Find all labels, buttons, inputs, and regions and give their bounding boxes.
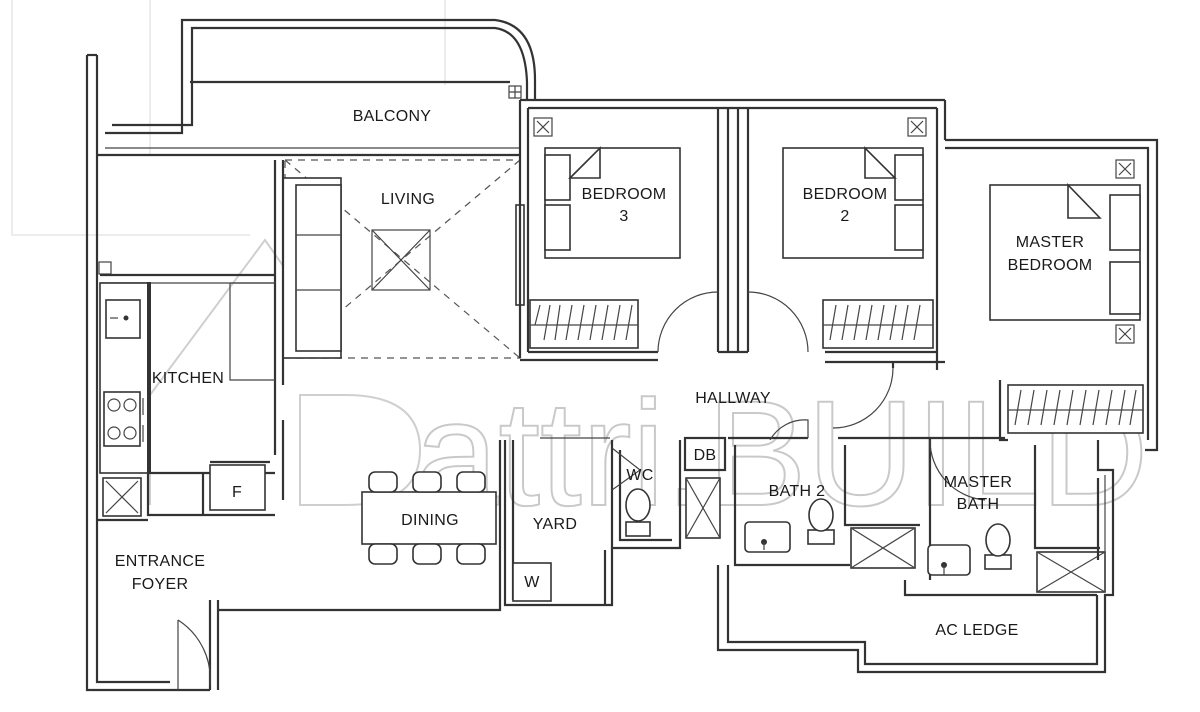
room-label-bath-2: BATH 2: [769, 483, 826, 500]
washer-label: W: [524, 574, 540, 591]
stove-icon: [103, 391, 144, 447]
basin-master-bath: [927, 544, 971, 576]
room-label-hallway: HALLWAY: [695, 390, 771, 407]
room-label-master-bedroom: MASTER: [1016, 234, 1084, 251]
door-swing-bedroom-2: [747, 291, 809, 353]
crop-guides: [11, 0, 446, 236]
door-swing-bedroom-3: [657, 291, 719, 353]
room-label-entrance-foyer-2: FOYER: [132, 576, 189, 593]
room-label-bedroom-2: BEDROOM: [803, 186, 888, 203]
room-number-bedroom-2: 2: [840, 208, 849, 225]
entrance-door-swing: [177, 619, 211, 686]
room-label-yard: YARD: [533, 516, 577, 533]
living-room: [97, 147, 525, 385]
room-label-db: DB: [694, 447, 717, 464]
toilet-bath-2: [807, 498, 835, 545]
sofa: [282, 177, 342, 359]
master-bedroom: MASTER BEDROOM: [989, 159, 1144, 442]
room-label-kitchen: KITCHEN: [152, 370, 224, 387]
shower-bath-2: [843, 445, 920, 569]
room-label-master-bath-2: BATH: [957, 496, 1000, 513]
bath-2: BATH 2: [728, 419, 932, 580]
ac-unit-icon: [907, 117, 927, 137]
room-label-wc: WC: [626, 467, 653, 484]
watermark-d-glyph: [299, 394, 422, 506]
fridge: [209, 464, 266, 511]
room-label-master-bedroom-2: BEDROOM: [1008, 257, 1093, 274]
dining-chairs: [368, 471, 486, 565]
dining-table: [361, 491, 497, 545]
door-swing-master-bedroom: [832, 367, 894, 429]
bedroom-2: BEDROOM 2: [747, 117, 934, 353]
utility-box: [102, 477, 142, 517]
room-label-bedroom-3: BEDROOM: [582, 186, 667, 203]
room-label-dining: DINING: [401, 512, 459, 529]
bed-master-bedroom: [989, 183, 1141, 321]
ac-unit-icon: [533, 117, 553, 137]
room-label-living: LIVING: [381, 191, 435, 208]
kitchen: F KITCHEN: [99, 273, 285, 517]
bed-bedroom-3: [544, 146, 681, 259]
toilet-icon: [625, 488, 651, 537]
wardrobe-bedroom-2: [822, 299, 934, 349]
bath-2-door-swing: [769, 419, 809, 441]
fridge-label: F: [232, 484, 242, 501]
wc: WC: [610, 440, 682, 550]
room-label-balcony: BALCONY: [353, 108, 432, 125]
basin-bath-2: [744, 521, 791, 553]
master-bath: MASTER BATH: [927, 436, 1106, 593]
room-label-master-bath: MASTER: [944, 474, 1012, 491]
wardrobe-bedroom-3: [529, 299, 639, 349]
room-label-ac-ledge: AC LEDGE: [935, 622, 1018, 639]
wardrobe-master-bedroom: [1007, 384, 1144, 434]
wc-door-swing: [611, 447, 642, 491]
db-closet: DB: [683, 436, 727, 472]
entrance-foyer: ENTRANCE FOYER: [97, 440, 502, 692]
ac-ledge: AC LEDGE: [716, 440, 1115, 674]
dining: DINING: [361, 471, 497, 565]
bedroom-block-walls: [518, 98, 1159, 452]
washer: [512, 562, 552, 602]
room-label-entrance-foyer: ENTRANCE: [115, 553, 205, 570]
sink-icon: [105, 299, 141, 339]
shower-master-bath: [1033, 445, 1106, 593]
coffee-table: [371, 229, 431, 291]
room-number-bedroom-3: 3: [619, 208, 628, 225]
yard: W YARD: [503, 437, 614, 607]
bed-bedroom-2: [782, 146, 924, 259]
ac-unit-icon: [1115, 159, 1135, 179]
ac-unit-icon: [1115, 324, 1135, 344]
shower-wc: [685, 477, 721, 539]
toilet-master-bath: [984, 523, 1012, 570]
bedroom-3: BEDROOM 3: [529, 117, 719, 353]
balcony: [105, 18, 537, 135]
master-bath-door-swing: [929, 439, 986, 501]
